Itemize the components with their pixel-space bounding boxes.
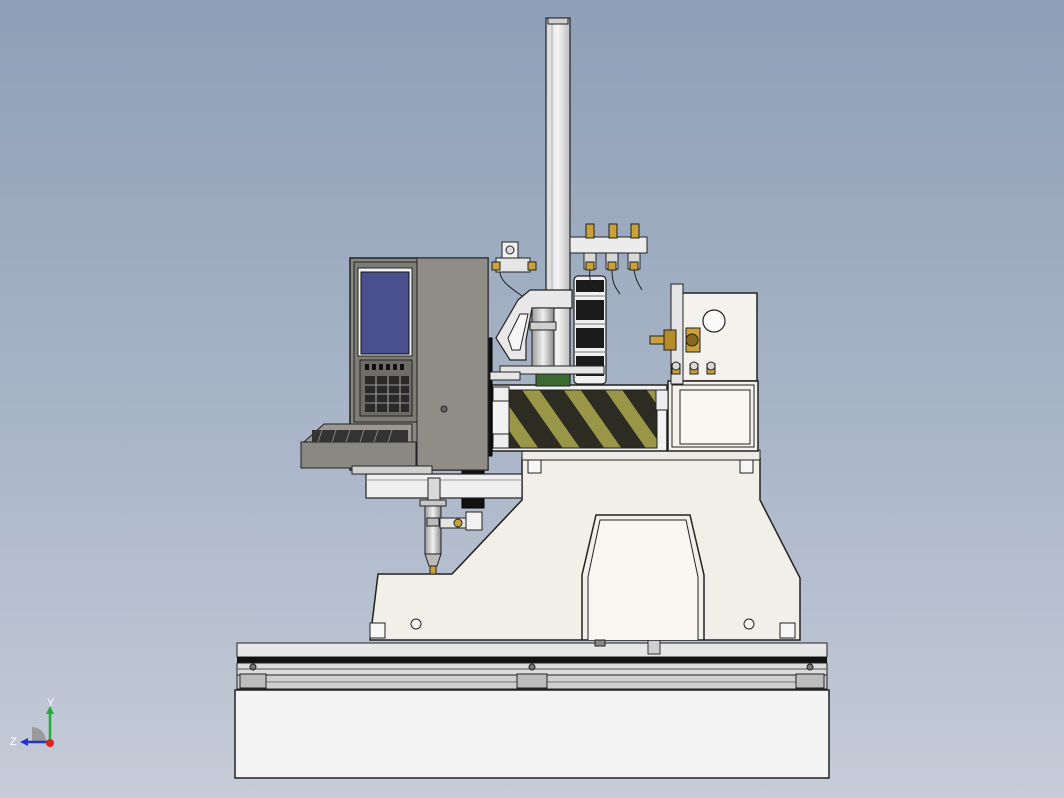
gantry-body: [369, 449, 801, 647]
brass-valves: [671, 361, 716, 375]
gas-manifold: [569, 223, 648, 295]
solenoid-valve: [491, 241, 537, 297]
base-enclosure: [234, 689, 830, 779]
torch-carriage-rail: [365, 473, 523, 499]
x-axis-origin-dot: [46, 739, 54, 747]
axis-triad: Y Z: [10, 698, 55, 748]
right-cabinet: [649, 283, 759, 452]
control-console: [300, 257, 489, 475]
triad-base-shape: [32, 727, 46, 741]
mast-assembly: [495, 17, 607, 387]
display-screen: [357, 267, 413, 357]
z-axis-arrowhead: [20, 738, 28, 746]
z-axis-label: Z: [10, 736, 17, 748]
keyboard-keys: [312, 429, 408, 443]
cutting-torch: [419, 477, 483, 575]
pressure-regulator: [649, 327, 701, 353]
hazard-beam: [491, 384, 669, 452]
keypad: [359, 359, 413, 417]
guide-rail: [236, 637, 828, 690]
y-axis-label: Y: [47, 698, 55, 709]
manifold-nozzles: [583, 223, 641, 271]
y-axis-arrowhead: [46, 706, 54, 714]
